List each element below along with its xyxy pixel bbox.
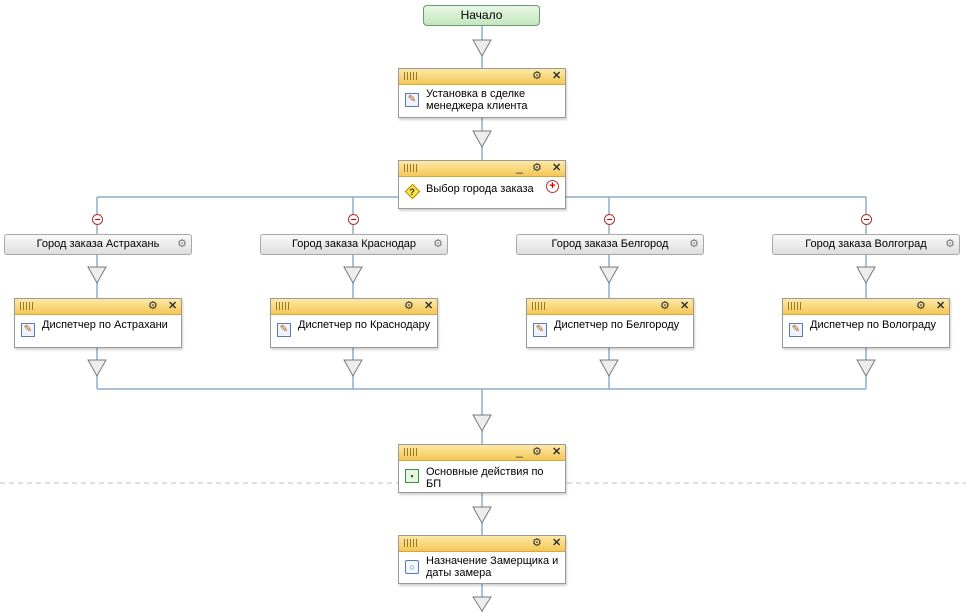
block-set-manager[interactable]: ⚙ ✕ ✎ Установка в сделке менеджера клиен… — [398, 68, 566, 118]
arrow-down — [599, 266, 619, 285]
block-assign-measurer[interactable]: ⚙ ✕ ○ Назначение Замерщика и даты замера — [398, 535, 566, 584]
close-icon[interactable]: ✕ — [424, 300, 434, 312]
block-header[interactable]: ⚙ ✕ — [399, 69, 565, 85]
arrow-down — [472, 596, 492, 612]
arrow-down — [599, 359, 619, 378]
block-dispatcher-belgorod[interactable]: ⚙ ✕ ✎ Диспетчер по Белгороду — [526, 298, 694, 348]
branch-condition-label: Город заказа Волгоград — [805, 238, 927, 250]
close-icon[interactable]: ✕ — [552, 70, 562, 82]
close-icon[interactable]: ✕ — [552, 446, 562, 458]
block-label: Диспетчер по Волограду — [810, 319, 937, 331]
arrow-down — [856, 359, 876, 378]
gear-icon[interactable]: ⚙ — [404, 300, 414, 312]
block-body: ✎ Установка в сделке менеджера клиента — [399, 85, 565, 112]
remove-branch-icon[interactable] — [604, 214, 615, 225]
block-label: Установка в сделке менеджера клиента — [426, 88, 528, 112]
block-body: ✎ Диспетчер по Белгороду — [527, 315, 693, 337]
gear-icon[interactable]: ⚙ — [532, 70, 542, 82]
close-icon[interactable]: ✕ — [552, 162, 562, 174]
close-icon[interactable]: ✕ — [936, 300, 946, 312]
arrow-down — [472, 414, 492, 433]
remove-branch-icon[interactable] — [348, 214, 359, 225]
block-label: Диспетчер по Краснодару — [298, 319, 431, 331]
branch-condition-astrakhan[interactable]: Город заказа Астрахань ⚙ — [4, 234, 192, 255]
block-body: ✎ Диспетчер по Краснодару — [271, 315, 437, 337]
gear-icon[interactable]: ⚙ — [177, 238, 187, 250]
task-icon: ✎ — [789, 323, 803, 337]
arrow-down — [343, 266, 363, 285]
drag-handle-icon[interactable] — [276, 302, 290, 310]
branch-condition-belgorod[interactable]: Город заказа Белгород ⚙ — [516, 234, 704, 255]
block-body: ✎ Диспетчер по Волограду — [783, 315, 949, 337]
block-label: Основные действия по БП — [426, 466, 544, 490]
task-icon: ✎ — [405, 93, 419, 107]
task-icon: ✎ — [277, 323, 291, 337]
remove-branch-icon[interactable] — [861, 214, 872, 225]
close-icon[interactable]: ✕ — [552, 537, 562, 549]
start-node[interactable]: Начало — [423, 5, 540, 26]
block-city-choice[interactable]: _ ⚙ ✕ ? Выбор города заказа + — [398, 160, 566, 209]
drag-handle-icon[interactable] — [788, 302, 802, 310]
minimize-icon[interactable]: _ — [516, 160, 523, 174]
block-header[interactable]: ⚙ ✕ — [15, 299, 181, 315]
drag-handle-icon[interactable] — [20, 302, 34, 310]
arrow-down — [472, 130, 492, 149]
block-header[interactable]: ⚙ ✕ — [783, 299, 949, 315]
block-main-actions[interactable]: _ ⚙ ✕ ▪ Основные действия по БП — [398, 444, 566, 493]
branch-condition-label: Город заказа Краснодар — [292, 238, 416, 250]
block-header[interactable]: ⚙ ✕ — [399, 536, 565, 552]
block-header[interactable]: ⚙ ✕ — [527, 299, 693, 315]
block-dispatcher-astrakhan[interactable]: ⚙ ✕ ✎ Диспетчер по Астрахани — [14, 298, 182, 348]
arrow-down — [472, 39, 492, 58]
gear-icon[interactable]: ⚙ — [916, 300, 926, 312]
block-header[interactable]: _ ⚙ ✕ — [399, 445, 565, 461]
task-icon: ✎ — [533, 323, 547, 337]
gear-icon[interactable]: ⚙ — [532, 537, 542, 549]
block-label: Диспетчер по Астрахани — [42, 319, 168, 331]
remove-branch-icon[interactable] — [92, 214, 103, 225]
condition-icon: ? — [404, 183, 421, 200]
drag-handle-icon[interactable] — [404, 448, 418, 456]
drag-handle-icon[interactable] — [404, 72, 418, 80]
block-label: Диспетчер по Белгороду — [554, 319, 680, 331]
block-header[interactable]: ⚙ ✕ — [271, 299, 437, 315]
block-header[interactable]: _ ⚙ ✕ — [399, 161, 565, 177]
close-icon[interactable]: ✕ — [168, 300, 178, 312]
process-icon: ▪ — [405, 469, 419, 483]
gear-icon[interactable]: ⚙ — [532, 162, 542, 174]
minimize-icon[interactable]: _ — [516, 444, 523, 458]
block-dispatcher-krasnodar[interactable]: ⚙ ✕ ✎ Диспетчер по Краснодару — [270, 298, 438, 348]
arrow-down — [472, 506, 492, 525]
block-body: ○ Назначение Замерщика и даты замера — [399, 552, 565, 579]
add-branch-icon[interactable]: + — [546, 180, 559, 193]
gear-icon[interactable]: ⚙ — [148, 300, 158, 312]
gear-icon[interactable]: ⚙ — [433, 238, 443, 250]
block-label: Выбор города заказа — [426, 183, 534, 195]
close-icon[interactable]: ✕ — [680, 300, 690, 312]
block-body: ? Выбор города заказа + — [399, 177, 565, 200]
task-icon: ✎ — [21, 323, 35, 337]
branch-condition-label: Город заказа Астрахань — [36, 238, 160, 250]
gear-icon[interactable]: ⚙ — [660, 300, 670, 312]
drag-handle-icon[interactable] — [404, 164, 418, 172]
branch-condition-krasnodar[interactable]: Город заказа Краснодар ⚙ — [260, 234, 448, 255]
arrow-down — [343, 359, 363, 378]
drag-handle-icon[interactable] — [532, 302, 546, 310]
arrow-down — [87, 266, 107, 285]
block-body: ✎ Диспетчер по Астрахани — [15, 315, 181, 337]
block-dispatcher-volgograd[interactable]: ⚙ ✕ ✎ Диспетчер по Волограду — [782, 298, 950, 348]
gear-icon[interactable]: ⚙ — [532, 446, 542, 458]
block-label: Назначение Замерщика и даты замера — [426, 555, 559, 579]
gear-icon[interactable]: ⚙ — [945, 238, 955, 250]
gear-icon[interactable]: ⚙ — [689, 238, 699, 250]
block-body: ▪ Основные действия по БП — [399, 461, 565, 490]
branch-condition-label: Город заказа Белгород — [551, 238, 669, 250]
arrow-down — [856, 266, 876, 285]
arrow-down — [87, 359, 107, 378]
branch-condition-volgograd[interactable]: Город заказа Волгоград ⚙ — [772, 234, 960, 255]
subprocess-icon: ○ — [405, 560, 419, 574]
drag-handle-icon[interactable] — [404, 539, 418, 547]
